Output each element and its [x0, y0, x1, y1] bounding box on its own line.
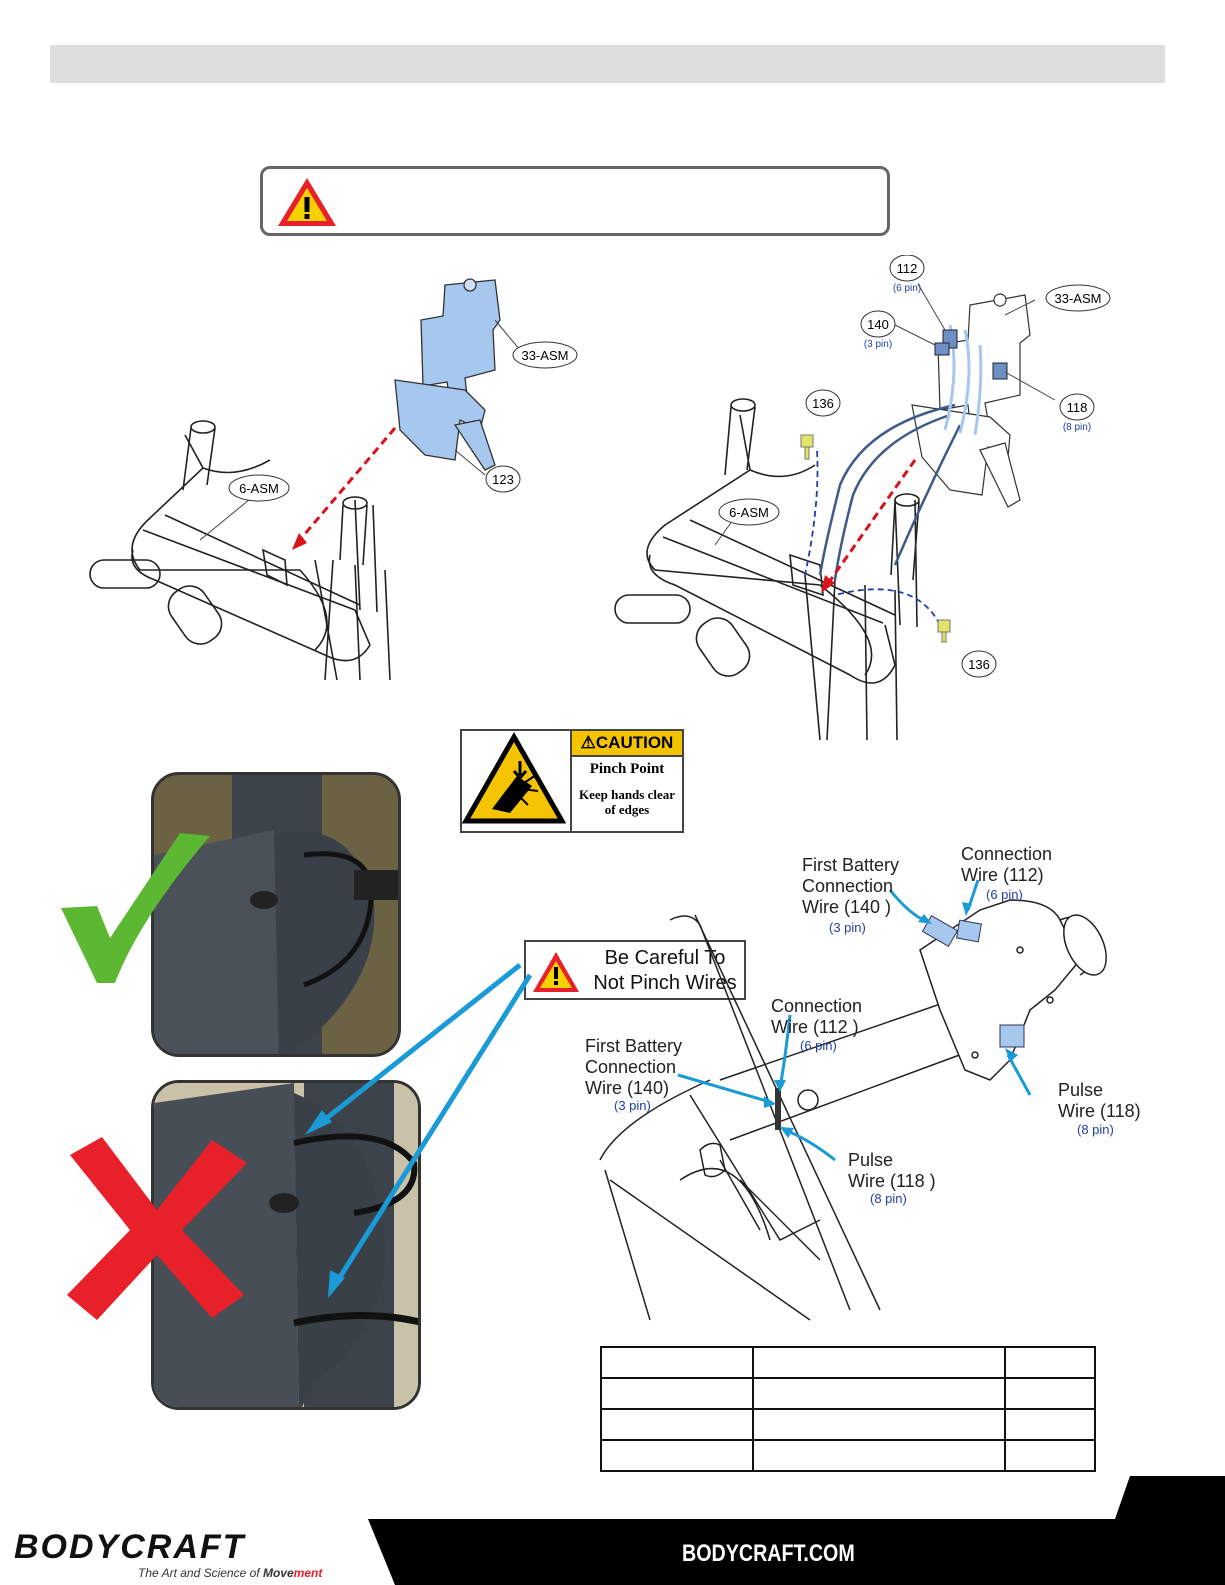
callout-first-battery-mid: First Battery Connection Wire (140) — [585, 1036, 682, 1099]
pinch-point-pictogram — [461, 731, 572, 831]
label-112: 112 — [897, 261, 918, 276]
callout-connection-top-l2: Wire (112) — [961, 865, 1044, 885]
label-136-bottom: 136 — [968, 657, 990, 672]
callout-first-battery-top-l3: Wire (140 ) — [802, 897, 892, 917]
caution-subtitle-line2: of edges — [604, 802, 650, 817]
callout-connection-mid-l2: Wire (112 ) — [771, 1017, 859, 1037]
caution-title: Pinch Point — [589, 761, 665, 777]
right-assembly-diagram: 112 (6 pin) 140 (3 pin) 33-ASM 118 (8 pi… — [614, 255, 1111, 741]
callout-first-battery-top: First Battery Connection Wire (140 ) — [802, 855, 899, 918]
cross-mark-icon — [67, 1137, 247, 1320]
tagline: The Art and Science of Movement — [138, 1566, 322, 1580]
callout-first-battery-mid-pin: (3 pin) — [614, 1098, 651, 1113]
table-row — [600, 1346, 1096, 1379]
bodycraft-logo: BODYCRAFT — [14, 1528, 246, 1566]
wiring-detail-diagram — [599, 879, 1107, 1321]
connector-112-detail-icon — [956, 919, 982, 943]
connector-118-detail-icon — [999, 1024, 1025, 1048]
label-33-asm-left: 33-ASM — [522, 348, 569, 363]
table-row — [600, 1439, 1096, 1472]
label-123: 123 — [492, 472, 514, 487]
callout-first-battery-mid-l3: Wire (140) — [585, 1078, 670, 1098]
callout-pulse-right-pin: (8 pin) — [1077, 1122, 1114, 1137]
callout-first-battery-top-pin: (3 pin) — [829, 920, 866, 935]
callout-first-battery-mid-l2: Connection — [585, 1057, 677, 1077]
left-assembly-diagram: 33-ASM 123 6-ASM — [89, 278, 578, 681]
connector-140-icon — [934, 342, 950, 356]
check-mark-icon — [61, 833, 210, 983]
callout-pulse-bottom: Pulse Wire (118 ) — [848, 1150, 936, 1192]
photo-correct — [151, 772, 401, 1057]
callout-connection-mid: Connection Wire (112 ) — [771, 996, 862, 1038]
connector-118-icon — [992, 362, 1008, 380]
callout-pulse-bottom-l2: Wire (118 ) — [848, 1171, 936, 1191]
callout-connection-top: Connection Wire (112) — [961, 844, 1052, 886]
website-link[interactable]: BODYCRAFT.COM — [682, 1540, 855, 1567]
callout-pulse-right: Pulse Wire (118) — [1058, 1080, 1141, 1122]
label-136-top: 136 — [812, 396, 834, 411]
footer-shape — [0, 1476, 1225, 1585]
pinch-wires-line2: Not Pinch Wires — [593, 972, 737, 994]
callout-connection-top-pin: (6 pin) — [986, 887, 1023, 902]
tagline-ment: ment — [293, 1566, 323, 1580]
callout-first-battery-top-l2: Connection — [802, 876, 894, 896]
caution-subtitle-line1: Keep hands clear — [578, 787, 676, 802]
callout-first-battery-top-l1: First Battery — [802, 855, 900, 875]
caution-sign: ⚠CAUTION Pinch Point Keep hands clear of… — [460, 729, 684, 833]
table-row — [600, 1408, 1096, 1441]
callout-pulse-right-l2: Wire (118) — [1058, 1101, 1141, 1121]
pinch-wires-text: Be Careful To Not Pinch Wires — [586, 946, 744, 996]
label-118: 118 — [1067, 400, 1088, 415]
label-140: 140 — [867, 317, 889, 332]
warning-box — [260, 166, 890, 236]
table-row — [600, 1377, 1096, 1410]
label-6-asm-left: 6-ASM — [239, 481, 279, 496]
tagline-prefix: The Art and Science of — [138, 1566, 263, 1580]
label-118-pin: (8 pin) — [1063, 422, 1091, 433]
pinch-wires-warning: Be Careful To Not Pinch Wires — [524, 940, 746, 1000]
callout-connection-mid-pin: (6 pin) — [800, 1038, 837, 1053]
photo-incorrect — [151, 1080, 421, 1410]
caution-header: ⚠CAUTION — [572, 731, 682, 757]
callout-connection-mid-l1: Connection — [771, 996, 863, 1016]
label-112-pin: (6 pin) — [893, 283, 921, 294]
callout-pulse-bottom-l1: Pulse — [848, 1150, 894, 1170]
tagline-move: Move — [262, 1566, 294, 1580]
caution-subtitle: Keep hands clear of edges — [572, 787, 682, 817]
warning-triangle-icon — [533, 952, 579, 992]
header-bar — [50, 45, 1165, 83]
warning-icon — [278, 178, 336, 226]
label-140-pin: (3 pin) — [864, 339, 892, 350]
callout-pulse-bottom-pin: (8 pin) — [870, 1191, 907, 1206]
label-6-asm-right: 6-ASM — [729, 505, 769, 520]
label-33-asm-right: 33-ASM — [1055, 291, 1102, 306]
callout-first-battery-mid-l1: First Battery — [585, 1036, 683, 1056]
callout-pulse-right-l1: Pulse — [1058, 1080, 1104, 1100]
callout-connection-top-l1: Connection — [961, 844, 1053, 864]
pinch-hazard-icon — [461, 731, 567, 824]
pinch-wires-line1: Be Careful To — [604, 947, 726, 969]
parts-table — [600, 1346, 1096, 1472]
